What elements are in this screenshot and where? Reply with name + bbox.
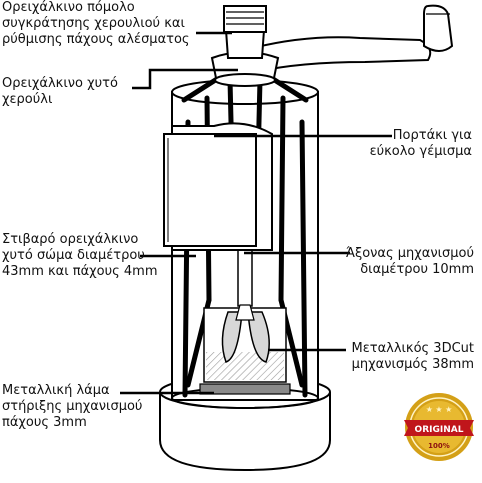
label-body-line: 43mm και πάχους 4mm xyxy=(2,264,158,279)
label-knob-line: συγκράτησης χερουλιού και xyxy=(2,16,185,31)
label-body-line: χυτό σώμα διαμέτρου xyxy=(2,248,145,263)
label-knob: Ορειχάλκινο πόμολο συγκράτησης χερουλιού… xyxy=(2,0,190,48)
support-plate xyxy=(199,383,291,395)
label-handle-line: χερούλι xyxy=(2,92,53,107)
label-plate-line: Μεταλλική λάμα xyxy=(2,383,110,398)
leader-lines xyxy=(120,31,392,395)
left-cone xyxy=(221,311,243,363)
label-door-line: εύκολο γέμισμα xyxy=(369,144,472,159)
grinder-base xyxy=(159,392,331,472)
label-knob-line: ρύθμισης πάχους αλέσματος xyxy=(2,32,190,47)
hatch-area xyxy=(206,352,284,380)
original-seal-icon: ORIGINAL 100% ★ ★ ★ xyxy=(404,393,474,461)
label-plate: Μεταλλική λάμα στήριξης μηχανισμού πάχου… xyxy=(2,383,142,431)
label-shaft-line: Άξονας μηχανισμού xyxy=(345,246,474,261)
label-door-line: Πορτάκι για xyxy=(392,128,472,143)
seal-percent: 100% xyxy=(428,442,450,450)
label-plate-line: στήριξης μηχανισμού xyxy=(2,399,143,414)
label-body-line: Στιβαρό ορειχάλκινο xyxy=(2,232,139,247)
label-shaft-line: διαμέτρου 10mm xyxy=(360,262,474,277)
label-handle-line: Ορειχάλκινο χυτό xyxy=(2,76,118,91)
label-mechanism-line: μηχανισμός 38mm xyxy=(351,357,474,372)
hub-base xyxy=(214,73,276,87)
right-cone xyxy=(247,311,270,363)
seal-text: ORIGINAL xyxy=(415,425,464,435)
svg-text:★ ★ ★: ★ ★ ★ xyxy=(426,405,453,414)
label-shaft: Άξονας μηχανισμού διαμέτρου 10mm xyxy=(346,246,474,278)
label-handle: Ορειχάλκινο χυτό χερούλι xyxy=(2,76,118,108)
door xyxy=(163,133,257,247)
label-mechanism-line: Μεταλλικός 3DCut xyxy=(351,341,475,356)
label-door: Πορτάκι για εύκολο γέμισμα xyxy=(370,128,472,160)
label-mechanism: Μεταλλικός 3DCut μηχανισμός 38mm xyxy=(352,341,475,373)
label-knob-line: Ορειχάλκινο πόμολο xyxy=(2,0,135,15)
label-plate-line: πάχους 3mm xyxy=(2,415,87,430)
label-body: Στιβαρό ορειχάλκινο χυτό σώμα διαμέτρου … xyxy=(2,232,158,280)
center-cone xyxy=(235,304,255,321)
handle-knob xyxy=(423,4,454,52)
top-knob-cap xyxy=(223,5,267,33)
seal-ribbon xyxy=(404,420,474,436)
